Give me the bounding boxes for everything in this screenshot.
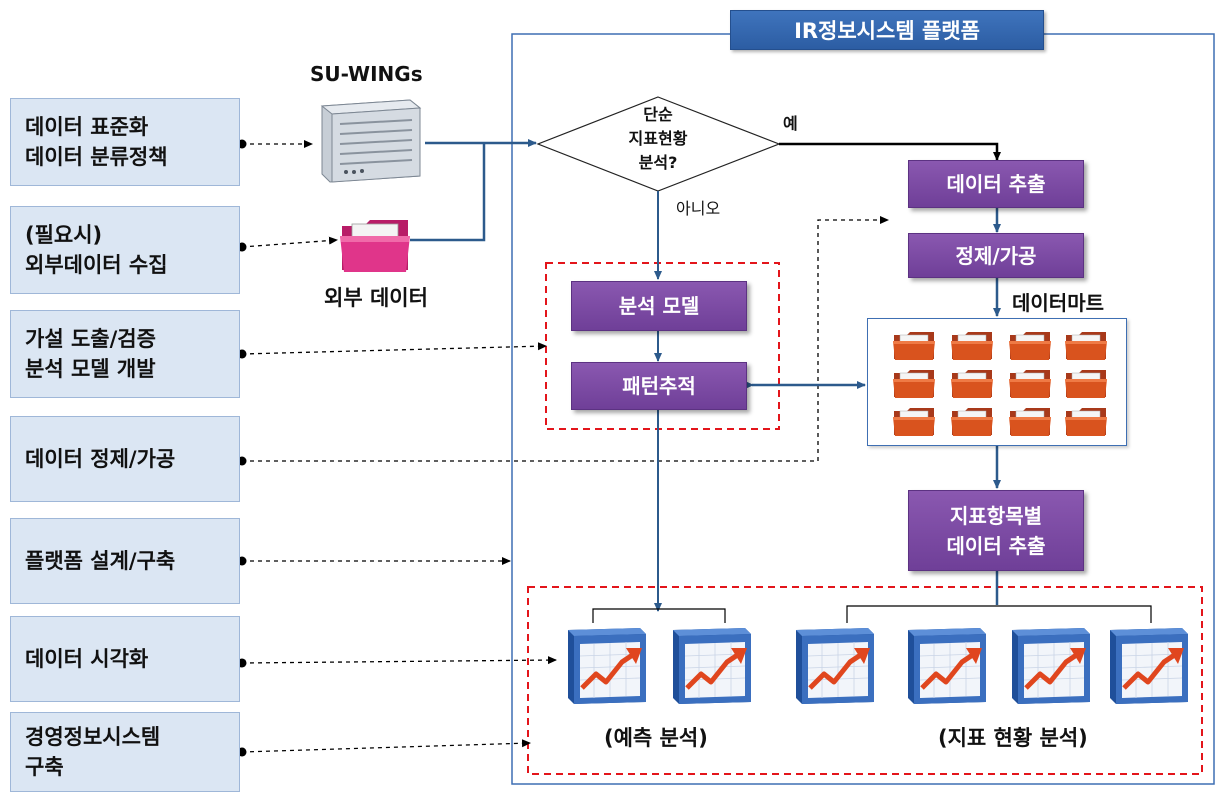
datamart-folder-icon bbox=[951, 332, 993, 360]
rising-chart-icon bbox=[673, 628, 751, 704]
predictive-bracket bbox=[592, 608, 726, 623]
platform-title: IR정보시스템 플랫폼 bbox=[730, 10, 1044, 50]
decision-line: 지표현황 bbox=[628, 129, 688, 148]
datamart-label: 데이터마트 bbox=[1012, 291, 1104, 315]
external-folder-icon bbox=[340, 220, 410, 272]
datamart-folder-icon bbox=[893, 408, 935, 436]
server-label: SU-WINGs bbox=[310, 62, 423, 86]
indicator-line: 지표항목별 bbox=[950, 503, 1042, 528]
indicator-line: 데이터 추출 bbox=[946, 533, 1046, 558]
task-line: 데이터 정제/가공 bbox=[25, 447, 176, 471]
task-line: 데이터 시각화 bbox=[25, 647, 149, 671]
task-platform-build: 플랫폼 설계/구축 bbox=[10, 518, 240, 604]
rising-chart-icon bbox=[796, 628, 874, 704]
rising-chart-icon bbox=[1110, 628, 1188, 704]
datamart-folder-icon bbox=[1065, 408, 1107, 436]
link-visual bbox=[237, 656, 557, 668]
status-analysis-label: (지표 현황 분석) bbox=[938, 726, 1088, 750]
task-line: 플랫폼 설계/구축 bbox=[25, 549, 176, 573]
task-visualization: 데이터 시각화 bbox=[10, 616, 240, 702]
data-extract-box: 데이터 추출 bbox=[908, 160, 1084, 208]
decision-text: 단순 지표현황 분석? bbox=[598, 103, 718, 175]
task-line: 구축 bbox=[25, 755, 64, 779]
link-model bbox=[237, 342, 547, 359]
link-external bbox=[237, 236, 338, 252]
no-label: 아니오 bbox=[676, 199, 721, 218]
task-line: 외부데이터 수집 bbox=[25, 253, 168, 277]
yes-label: 예 bbox=[783, 114, 798, 133]
task-external-collection: (필요시) 외부데이터 수집 bbox=[10, 206, 240, 294]
decision-line: 단순 bbox=[643, 105, 673, 124]
datamart-folder-icon bbox=[893, 332, 935, 360]
rising-chart-icon bbox=[1012, 628, 1090, 704]
output-group bbox=[527, 586, 1203, 775]
task-data-standardization: 데이터 표준화 데이터 분류정책 bbox=[10, 98, 240, 186]
analysis-model-box: 분석 모델 bbox=[571, 281, 747, 331]
datamart-folder-icon bbox=[1065, 370, 1107, 398]
datamart-folder-icon bbox=[1065, 332, 1107, 360]
task-line: (필요시) bbox=[25, 223, 103, 247]
pattern-tracking-box: 패턴추적 bbox=[571, 362, 747, 410]
task-data-cleansing: 데이터 정제/가공 bbox=[10, 416, 240, 502]
task-model-development: 가설 도출/검증 분석 모델 개발 bbox=[10, 310, 240, 398]
datamart-folder-icon bbox=[1009, 370, 1051, 398]
status-bracket bbox=[846, 605, 1152, 623]
link-yes bbox=[779, 142, 1001, 161]
datamart-folder-icon bbox=[951, 408, 993, 436]
task-line: 경영정보시스템 bbox=[25, 725, 161, 749]
predictive-analysis-label: (예측 분석) bbox=[604, 726, 708, 750]
task-mis-build: 경영정보시스템 구축 bbox=[10, 712, 240, 792]
datamart-folder-icon bbox=[1009, 332, 1051, 360]
rising-chart-icon bbox=[908, 628, 986, 704]
rising-chart-icon bbox=[568, 628, 646, 704]
link-mis bbox=[237, 739, 531, 757]
datamart-folder-icon bbox=[1009, 408, 1051, 436]
task-line: 분석 모델 개발 bbox=[25, 357, 156, 381]
link-cleanse bbox=[237, 216, 889, 466]
external-data-label: 외부 데이터 bbox=[324, 286, 428, 310]
datamart-folder-icon bbox=[893, 370, 935, 398]
task-line: 데이터 분류정책 bbox=[25, 145, 168, 169]
indicator-extract-box: 지표항목별 데이터 추출 bbox=[908, 490, 1084, 571]
decision-line: 분석? bbox=[638, 153, 678, 172]
server-icon bbox=[320, 99, 422, 183]
link-external-merge bbox=[410, 143, 486, 242]
datamart-folder-icon bbox=[951, 370, 993, 398]
task-line: 데이터 표준화 bbox=[25, 115, 149, 139]
datamart-frame bbox=[867, 318, 1127, 446]
cleanse-box: 정제/가공 bbox=[908, 233, 1084, 278]
task-line: 가설 도출/검증 bbox=[25, 327, 156, 351]
